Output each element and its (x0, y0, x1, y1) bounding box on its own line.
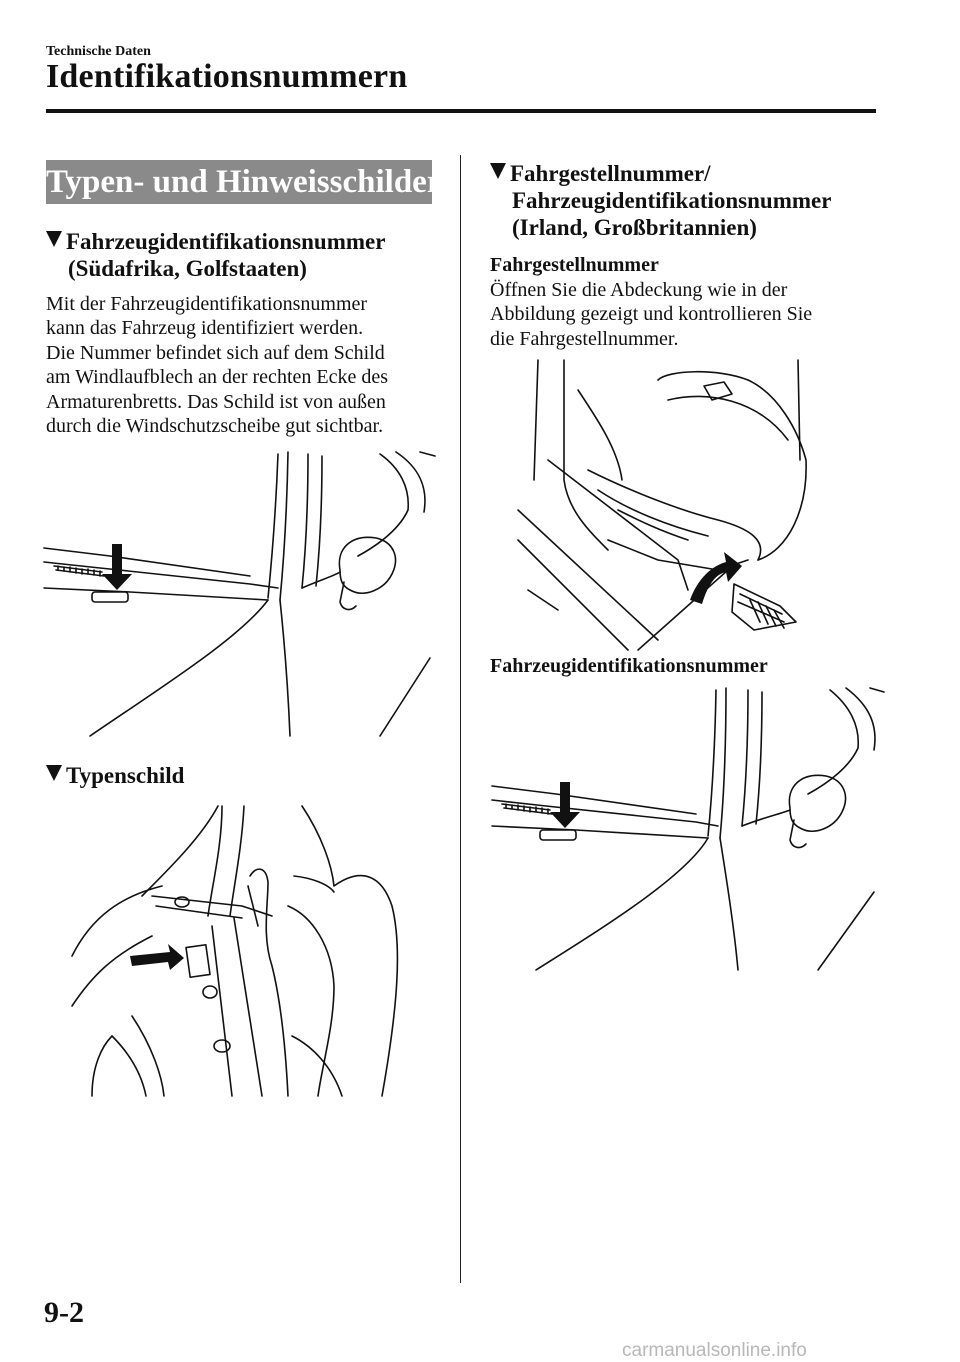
chassis-number-illustration (517, 359, 807, 651)
triangle-down-icon (46, 765, 62, 781)
column-divider (460, 155, 461, 1283)
vin-label: Fahrzeugidentifikationsnummer (490, 655, 768, 677)
chassis-paragraph-line: Abbildung gezeigt und kontrollieren Sie (490, 303, 813, 326)
vin-heading-line2: (Südafrika, Golfstaaten) (68, 256, 307, 281)
type-plate-illustration (71, 805, 399, 1097)
plate-heading-label: Typenschild (66, 763, 185, 788)
chassis-paragraph-line: Öffnen Sie die Abdeckung wie in der (490, 279, 788, 301)
page-number: 9-2 (44, 1296, 84, 1329)
plate-heading: Typenschild (46, 762, 184, 789)
vin-heading: Fahrzeugidentifikationsnummer (Südafrika… (46, 228, 385, 282)
chassis-paragraph-line: die Fahrgestellnummer. (490, 327, 679, 350)
triangle-down-icon (46, 231, 62, 247)
chapter-label: Technische Daten (46, 44, 151, 59)
title-divider (46, 109, 876, 113)
chassis-label: Fahrgestellnummer (490, 254, 659, 276)
watermark: carmanualsonline.info (622, 1340, 807, 1361)
triangle-down-icon (490, 163, 506, 179)
vin-paragraph-line: Armaturenbretts. Das Schild ist von auße… (46, 390, 386, 413)
vin-paragraph-line: Mit der Fahrzeugidentifikationsnummer (46, 293, 368, 315)
vin-paragraph-line: am Windlaufblech an der rechten Ecke des (46, 366, 389, 389)
chassis-heading-line1: Fahrgestellnummer/ (510, 161, 711, 186)
vin-heading-line1: Fahrzeugidentifikationsnummer (66, 229, 386, 254)
chassis-heading-line2: Fahrzeugidentifikationsnummer (512, 188, 832, 213)
section-banner: Typen- und Hinweisschilder (46, 160, 441, 204)
vin-plate-illustration (43, 451, 436, 737)
vin-illustration-right (491, 687, 885, 971)
chassis-paragraph: Öffnen Sie die Abdeckung wie in der Abbi… (490, 278, 890, 351)
vin-paragraph: Mit der Fahrzeugidentifikationsnummer ka… (46, 292, 446, 438)
page-title: Identifikationsnummern (46, 58, 408, 95)
vin-paragraph-line: kann das Fahrzeug identifiziert werden. (46, 317, 364, 340)
vin-paragraph-line: Die Nummer befindet sich auf dem Schild (46, 341, 385, 364)
chassis-heading: Fahrgestellnummer/ Fahrzeugidentifikatio… (490, 160, 831, 241)
chassis-heading-line3: (Irland, Großbritannien) (512, 215, 757, 240)
vin-paragraph-line: durch die Windschutzscheibe gut sichtbar… (46, 415, 384, 438)
